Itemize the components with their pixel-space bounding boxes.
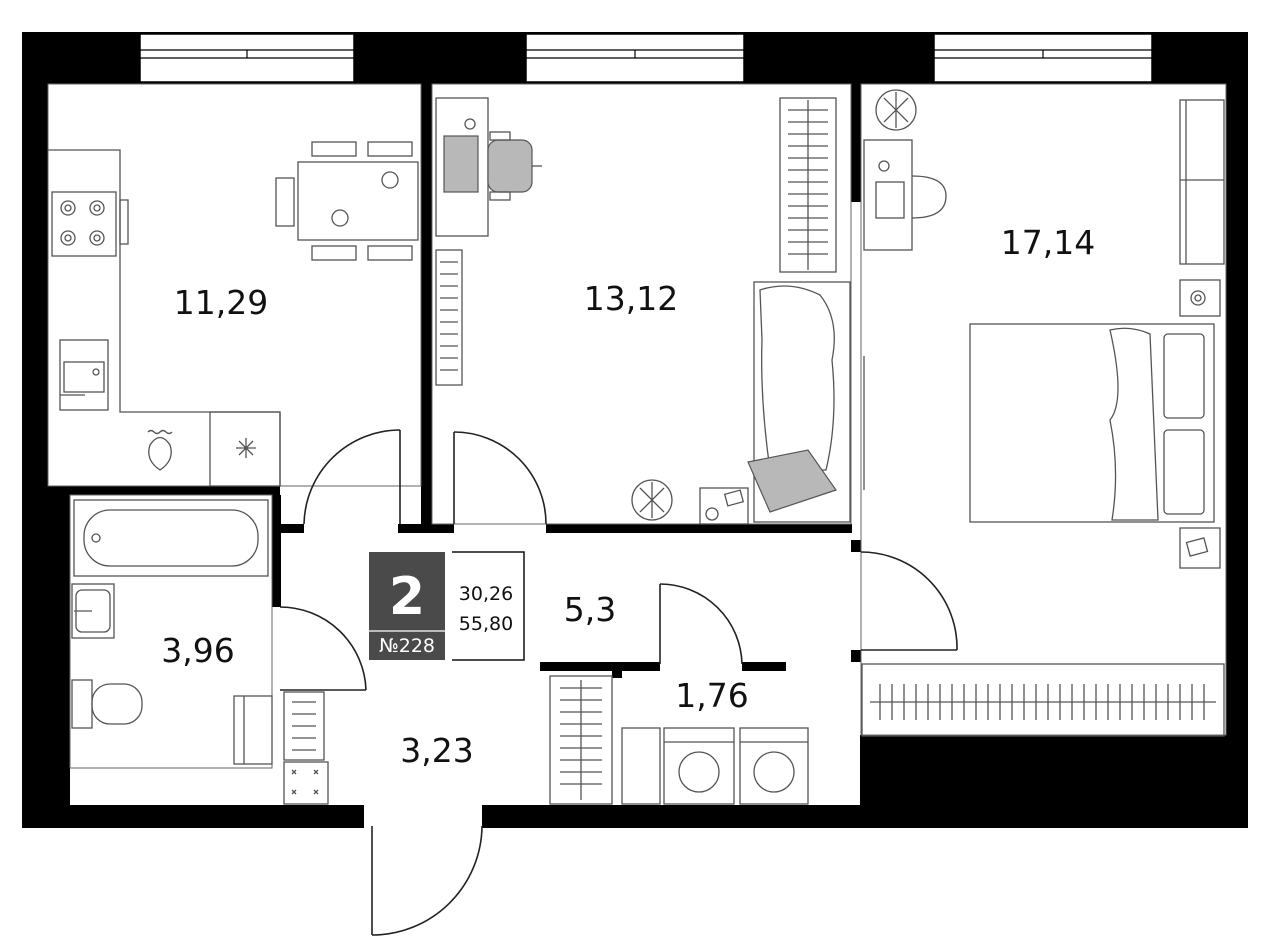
single-bed-icon bbox=[747, 281, 851, 523]
bathroom-furniture bbox=[71, 499, 273, 765]
wardrobe-icon bbox=[1179, 99, 1225, 265]
entrance-furniture bbox=[283, 691, 329, 805]
plant-icon bbox=[875, 89, 917, 131]
shelving-icon bbox=[549, 675, 613, 805]
bookshelf-icon bbox=[435, 249, 463, 386]
boiler-icon bbox=[147, 429, 173, 471]
fridge-icon bbox=[209, 411, 281, 487]
shoe-rack-icon bbox=[283, 691, 325, 761]
nightstand-icon bbox=[699, 487, 749, 525]
rooms-count: 2 bbox=[389, 567, 425, 627]
apartment-number: №228 bbox=[379, 635, 435, 657]
washbasin-icon bbox=[71, 583, 115, 639]
inner-outlines bbox=[47, 83, 1227, 769]
windows bbox=[139, 33, 1153, 83]
room-area-bedroom-right: 17,14 bbox=[1001, 223, 1095, 262]
stove-icon bbox=[51, 191, 129, 257]
shelf-icon bbox=[233, 695, 273, 765]
bench-icon bbox=[283, 761, 329, 805]
plant-icon bbox=[631, 479, 673, 521]
radiator-icon bbox=[861, 663, 1225, 737]
bathtub-icon bbox=[73, 499, 269, 577]
dining-table-icon bbox=[275, 141, 419, 261]
total-area: 55,80 bbox=[459, 613, 513, 635]
apartment-badge: 2 №228 30,26 55,80 bbox=[369, 551, 525, 661]
toilet-icon bbox=[71, 679, 143, 729]
doors bbox=[279, 429, 958, 936]
kitchen-furniture bbox=[48, 141, 419, 487]
wardrobe-icon bbox=[779, 97, 837, 273]
right-room-furniture bbox=[861, 89, 1225, 737]
room-area-hall: 5,3 bbox=[564, 590, 616, 629]
room-area-entrance: 3,23 bbox=[400, 731, 473, 770]
room-area-bathroom: 3,96 bbox=[161, 631, 234, 670]
washing-machine-icon bbox=[663, 727, 735, 805]
middle-room-furniture bbox=[435, 97, 851, 525]
sink-icon bbox=[59, 339, 109, 411]
walls bbox=[22, 32, 1248, 828]
nightstand-icon bbox=[1179, 527, 1221, 569]
badge-background bbox=[369, 552, 445, 660]
nightstand-icon bbox=[1179, 279, 1221, 317]
living-area: 30,26 bbox=[459, 583, 513, 605]
room-area-bedroom-middle: 13,12 bbox=[584, 279, 678, 318]
laundry-furniture bbox=[549, 675, 809, 805]
room-area-laundry: 1,76 bbox=[675, 676, 748, 715]
desk-icon bbox=[435, 97, 489, 237]
room-area-kitchen: 11,29 bbox=[174, 283, 268, 322]
office-chair-icon bbox=[487, 131, 542, 201]
dryer-icon bbox=[739, 727, 809, 805]
desk-icon bbox=[863, 139, 947, 251]
double-bed-icon bbox=[969, 323, 1215, 523]
